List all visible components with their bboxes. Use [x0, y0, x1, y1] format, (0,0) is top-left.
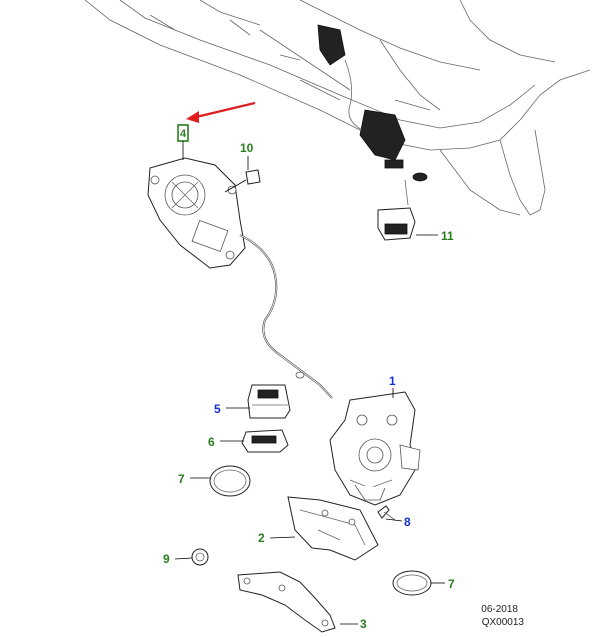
part-10-bolt: [224, 169, 261, 193]
part-9-nut: [191, 548, 209, 566]
callout-1: 1: [389, 374, 396, 388]
callout-5: 5: [214, 402, 221, 416]
footer-ref: QX00013: [481, 617, 524, 628]
callout-2: 2: [258, 531, 265, 545]
part-7a-seal: [209, 465, 251, 497]
part-11-release-switch: [377, 179, 416, 241]
footer-date: 06-2018: [481, 604, 518, 615]
callout-9: 9: [163, 552, 170, 566]
callouts: 1 2 3 4 5 6 7 7 8 9 10 11: [163, 128, 455, 631]
leader-lines: [174, 156, 445, 625]
callout-3: 3: [360, 617, 367, 631]
callout-7b: 7: [448, 577, 455, 591]
callout-4: 4: [180, 128, 187, 140]
highlight-arrow: [186, 101, 256, 123]
callout-6: 6: [208, 435, 215, 449]
callout-7a: 7: [178, 472, 185, 486]
part-1-latch: [329, 391, 421, 506]
part-3-lower-bracket: [237, 571, 336, 633]
tailgate-body-outline: [84, 0, 591, 216]
part-5-handle-switch: [247, 384, 291, 419]
callout-8: 8: [404, 515, 411, 529]
part-6-switch-housing: [241, 429, 289, 453]
callout-11: 11: [441, 229, 454, 243]
part-7b-seal: [392, 570, 432, 596]
callout-10: 10: [240, 141, 254, 155]
part-2-bracket: [287, 496, 379, 561]
part-8-screw: [377, 505, 396, 521]
part-4-actuator-motor: [147, 124, 333, 399]
